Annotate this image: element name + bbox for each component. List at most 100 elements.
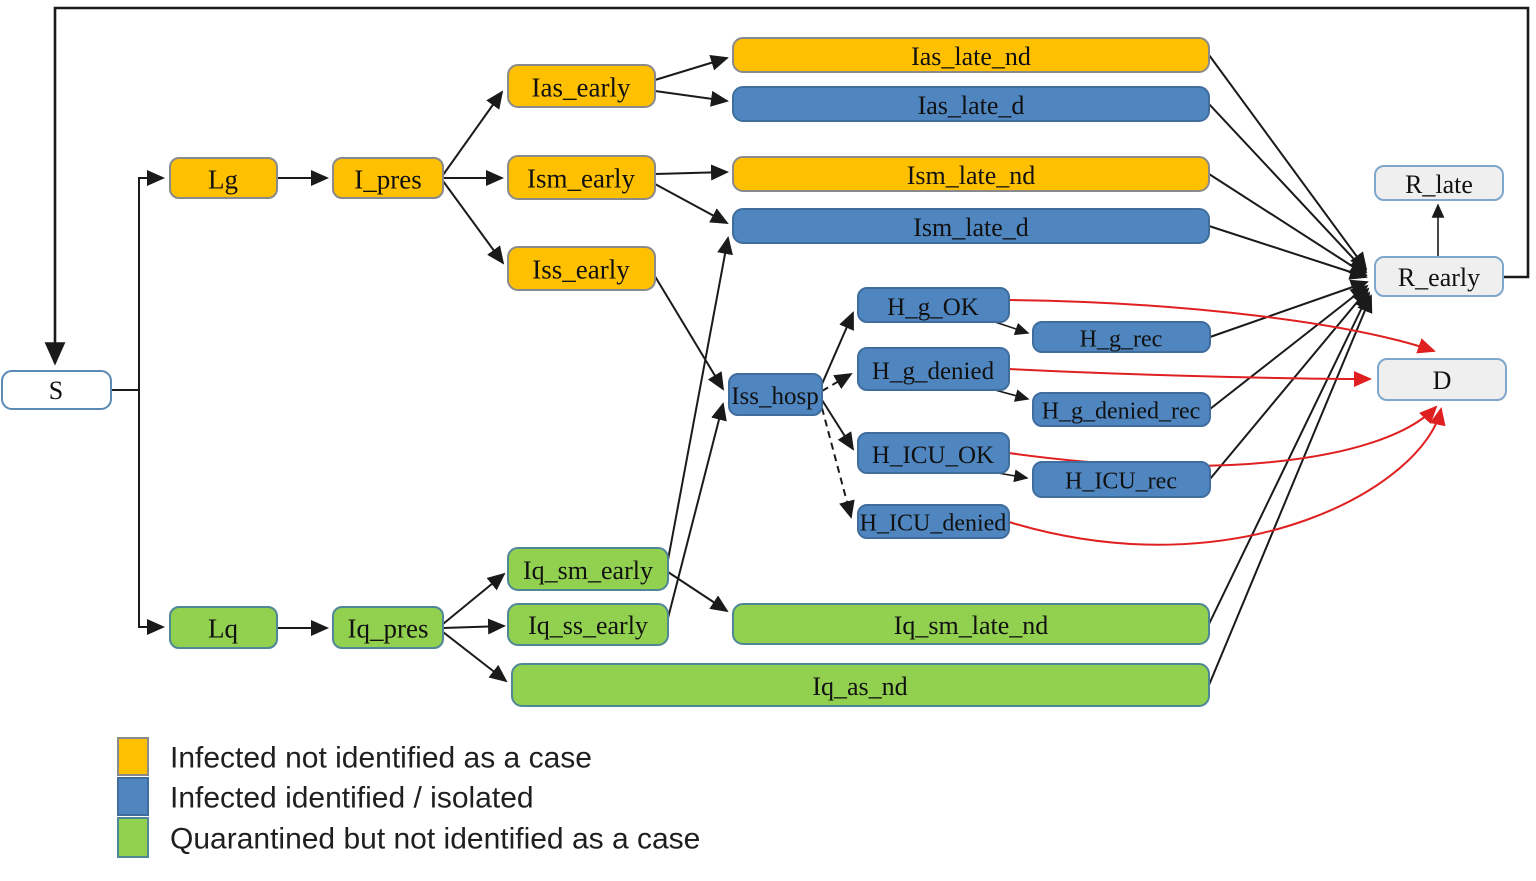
node-H_g_OK-box xyxy=(857,287,1010,323)
node-H_ICU_denied-box xyxy=(857,504,1010,539)
node-Iq_sm_late_nd-box xyxy=(732,603,1210,645)
node-Ias_early-box xyxy=(507,64,656,108)
node-H_g_rec: H_g_rec xyxy=(1032,321,1211,353)
edge-H_ICU_OK-to-H_ICU_rec xyxy=(997,469,1029,483)
edge-Iq_pres-to-Iq_ss_early xyxy=(442,618,506,635)
node-Iss_hosp-box xyxy=(728,373,823,416)
edge-H_g_OK-to-H_g_rec xyxy=(994,321,1030,336)
legend-swatch-quarantined xyxy=(117,817,149,858)
edge-Iss_hosp-to-H_g_denied xyxy=(821,372,853,392)
edge-Iq_sm_late_nd-to-R_early xyxy=(1208,291,1370,625)
node-Ias_early: Ias_early xyxy=(507,64,656,108)
node-Lq-label: Lq xyxy=(208,613,238,643)
node-Iq_as_nd: Iq_as_nd xyxy=(511,663,1210,707)
node-H_g_denied_rec: H_g_denied_rec xyxy=(1032,392,1211,427)
node-Iq_as_nd-box xyxy=(511,663,1210,707)
node-Iq_sm_late_nd-label: Iq_sm_late_nd xyxy=(894,611,1049,640)
edge-I_pres-to-Ias_early xyxy=(442,90,504,176)
node-Ias_late_nd-box xyxy=(732,37,1210,73)
edge-R_early-to-S xyxy=(44,6,1530,366)
edge-Iss_hosp-to-H_ICU_denied xyxy=(821,407,855,519)
node-Lq: Lq xyxy=(169,606,278,649)
edge-Ism_late_nd-to-R_early xyxy=(1208,173,1368,277)
node-R_late-box xyxy=(1374,165,1504,201)
edge-Iss_hosp-to-H_ICU_OK xyxy=(821,399,855,451)
edge-Iq_pres-to-Iq_sm_early xyxy=(442,572,506,625)
edge-H_g_denied-to-D xyxy=(1008,368,1372,387)
edge-S-to-Lg xyxy=(111,170,165,391)
node-H_g_denied-label: H_g_denied xyxy=(872,358,995,385)
node-Iss_early-label: Iss_early xyxy=(532,254,630,284)
node-R_early-label: R_early xyxy=(1398,263,1480,292)
node-H_ICU_OK-label: H_ICU_OK xyxy=(872,442,994,469)
edge-H_g_OK-to-D xyxy=(1008,299,1436,354)
edge-S-to-Lq xyxy=(138,390,165,635)
edge-Iss_hosp-to-H_g_OK xyxy=(821,311,854,385)
node-Ias_late_nd: Ias_late_nd xyxy=(732,37,1210,73)
node-Iss_hosp: Iss_hosp xyxy=(728,373,823,416)
edge-Ias_early-to-Ias_late_d xyxy=(654,90,729,107)
node-Iq_pres: Iq_pres xyxy=(332,606,444,649)
node-Iss_early-box xyxy=(507,246,656,291)
edge-H_ICU_rec-to-R_early xyxy=(1209,287,1370,480)
node-Iq_sm_early-box xyxy=(507,547,669,591)
node-Ism_late_d: Ism_late_d xyxy=(732,208,1210,244)
node-H_ICU_rec: H_ICU_rec xyxy=(1032,461,1211,498)
node-H_ICU_denied: H_ICU_denied xyxy=(857,504,1010,539)
node-Iq_ss_early-box xyxy=(507,603,669,646)
node-S-box xyxy=(1,370,112,410)
node-I_pres-box xyxy=(332,157,444,199)
node-Iq_ss_early: Iq_ss_early xyxy=(507,603,669,646)
node-Iq_sm_late_nd: Iq_sm_late_nd xyxy=(732,603,1210,645)
node-Lg-label: Lg xyxy=(208,164,238,194)
node-Ism_early: Ism_early xyxy=(507,155,656,200)
node-R_late-label: R_late xyxy=(1405,170,1473,199)
node-Ism_early-box xyxy=(507,155,656,200)
edge-Ias_late_d-to-R_early xyxy=(1208,103,1368,274)
edge-Iq_ss_early-to-Iss_hosp xyxy=(667,402,727,619)
edge-Iq_as_nd-to-R_early xyxy=(1208,294,1373,686)
node-Ism_late_nd-label: Ism_late_nd xyxy=(907,161,1036,190)
node-Ism_late_nd: Ism_late_nd xyxy=(732,156,1210,192)
node-I_pres-label: I_pres xyxy=(354,164,421,194)
edge-H_g_denied-to-H_g_denied_rec xyxy=(994,389,1030,402)
edges-black xyxy=(44,6,1530,686)
node-H_g_denied_rec-box xyxy=(1032,392,1211,427)
edge-Iq_sm_early-to-Ism_late_d xyxy=(667,236,733,561)
node-Lg-box xyxy=(169,157,278,199)
node-Ism_late_nd-box xyxy=(732,156,1210,192)
legend-swatch-infected-not-identified xyxy=(117,737,149,776)
edge-Ism_late_d-to-R_early xyxy=(1208,225,1368,280)
node-H_ICU_rec-label: H_ICU_rec xyxy=(1065,468,1177,494)
node-Ias_late_d-box xyxy=(732,86,1210,122)
node-R_late: R_late xyxy=(1374,165,1504,201)
node-Iq_sm_early: Iq_sm_early xyxy=(507,547,669,591)
node-H_g_OK-label: H_g_OK xyxy=(887,294,979,321)
edge-I_pres-to-Iss_early xyxy=(442,180,505,265)
edge-Ias_late_nd-to-R_early xyxy=(1208,54,1368,271)
node-D-box xyxy=(1377,358,1507,401)
legend-label-infected-identified: Infected identified / isolated xyxy=(170,782,534,815)
legend-label-infected-not-identified: Infected not identified as a case xyxy=(170,742,592,775)
edge-Iss_early-to-Iss_hosp xyxy=(652,272,725,391)
node-R_early-box xyxy=(1374,256,1504,297)
node-Iq_pres-label: Iq_pres xyxy=(348,613,429,643)
node-Iq_sm_early-label: Iq_sm_early xyxy=(523,556,653,585)
node-S-label: S xyxy=(49,376,63,405)
node-I_pres: I_pres xyxy=(332,157,444,199)
legend-swatch-infected-identified xyxy=(117,777,149,816)
node-D-label: D xyxy=(1433,366,1452,395)
node-Ism_early-label: Ism_early xyxy=(527,163,635,193)
edge-Ism_early-to-Ism_late_nd xyxy=(654,164,729,181)
node-R_early: R_early xyxy=(1374,256,1504,297)
node-Ias_early-label: Ias_early xyxy=(532,72,631,102)
node-S: S xyxy=(1,370,112,410)
node-Lq-box xyxy=(169,606,278,649)
node-Iq_as_nd-label: Iq_as_nd xyxy=(812,672,907,701)
node-Iq_ss_early-label: Iq_ss_early xyxy=(528,611,648,640)
node-H_g_denied-box xyxy=(857,347,1010,391)
node-H_g_denied: H_g_denied xyxy=(857,347,1010,391)
node-D: D xyxy=(1377,358,1507,401)
